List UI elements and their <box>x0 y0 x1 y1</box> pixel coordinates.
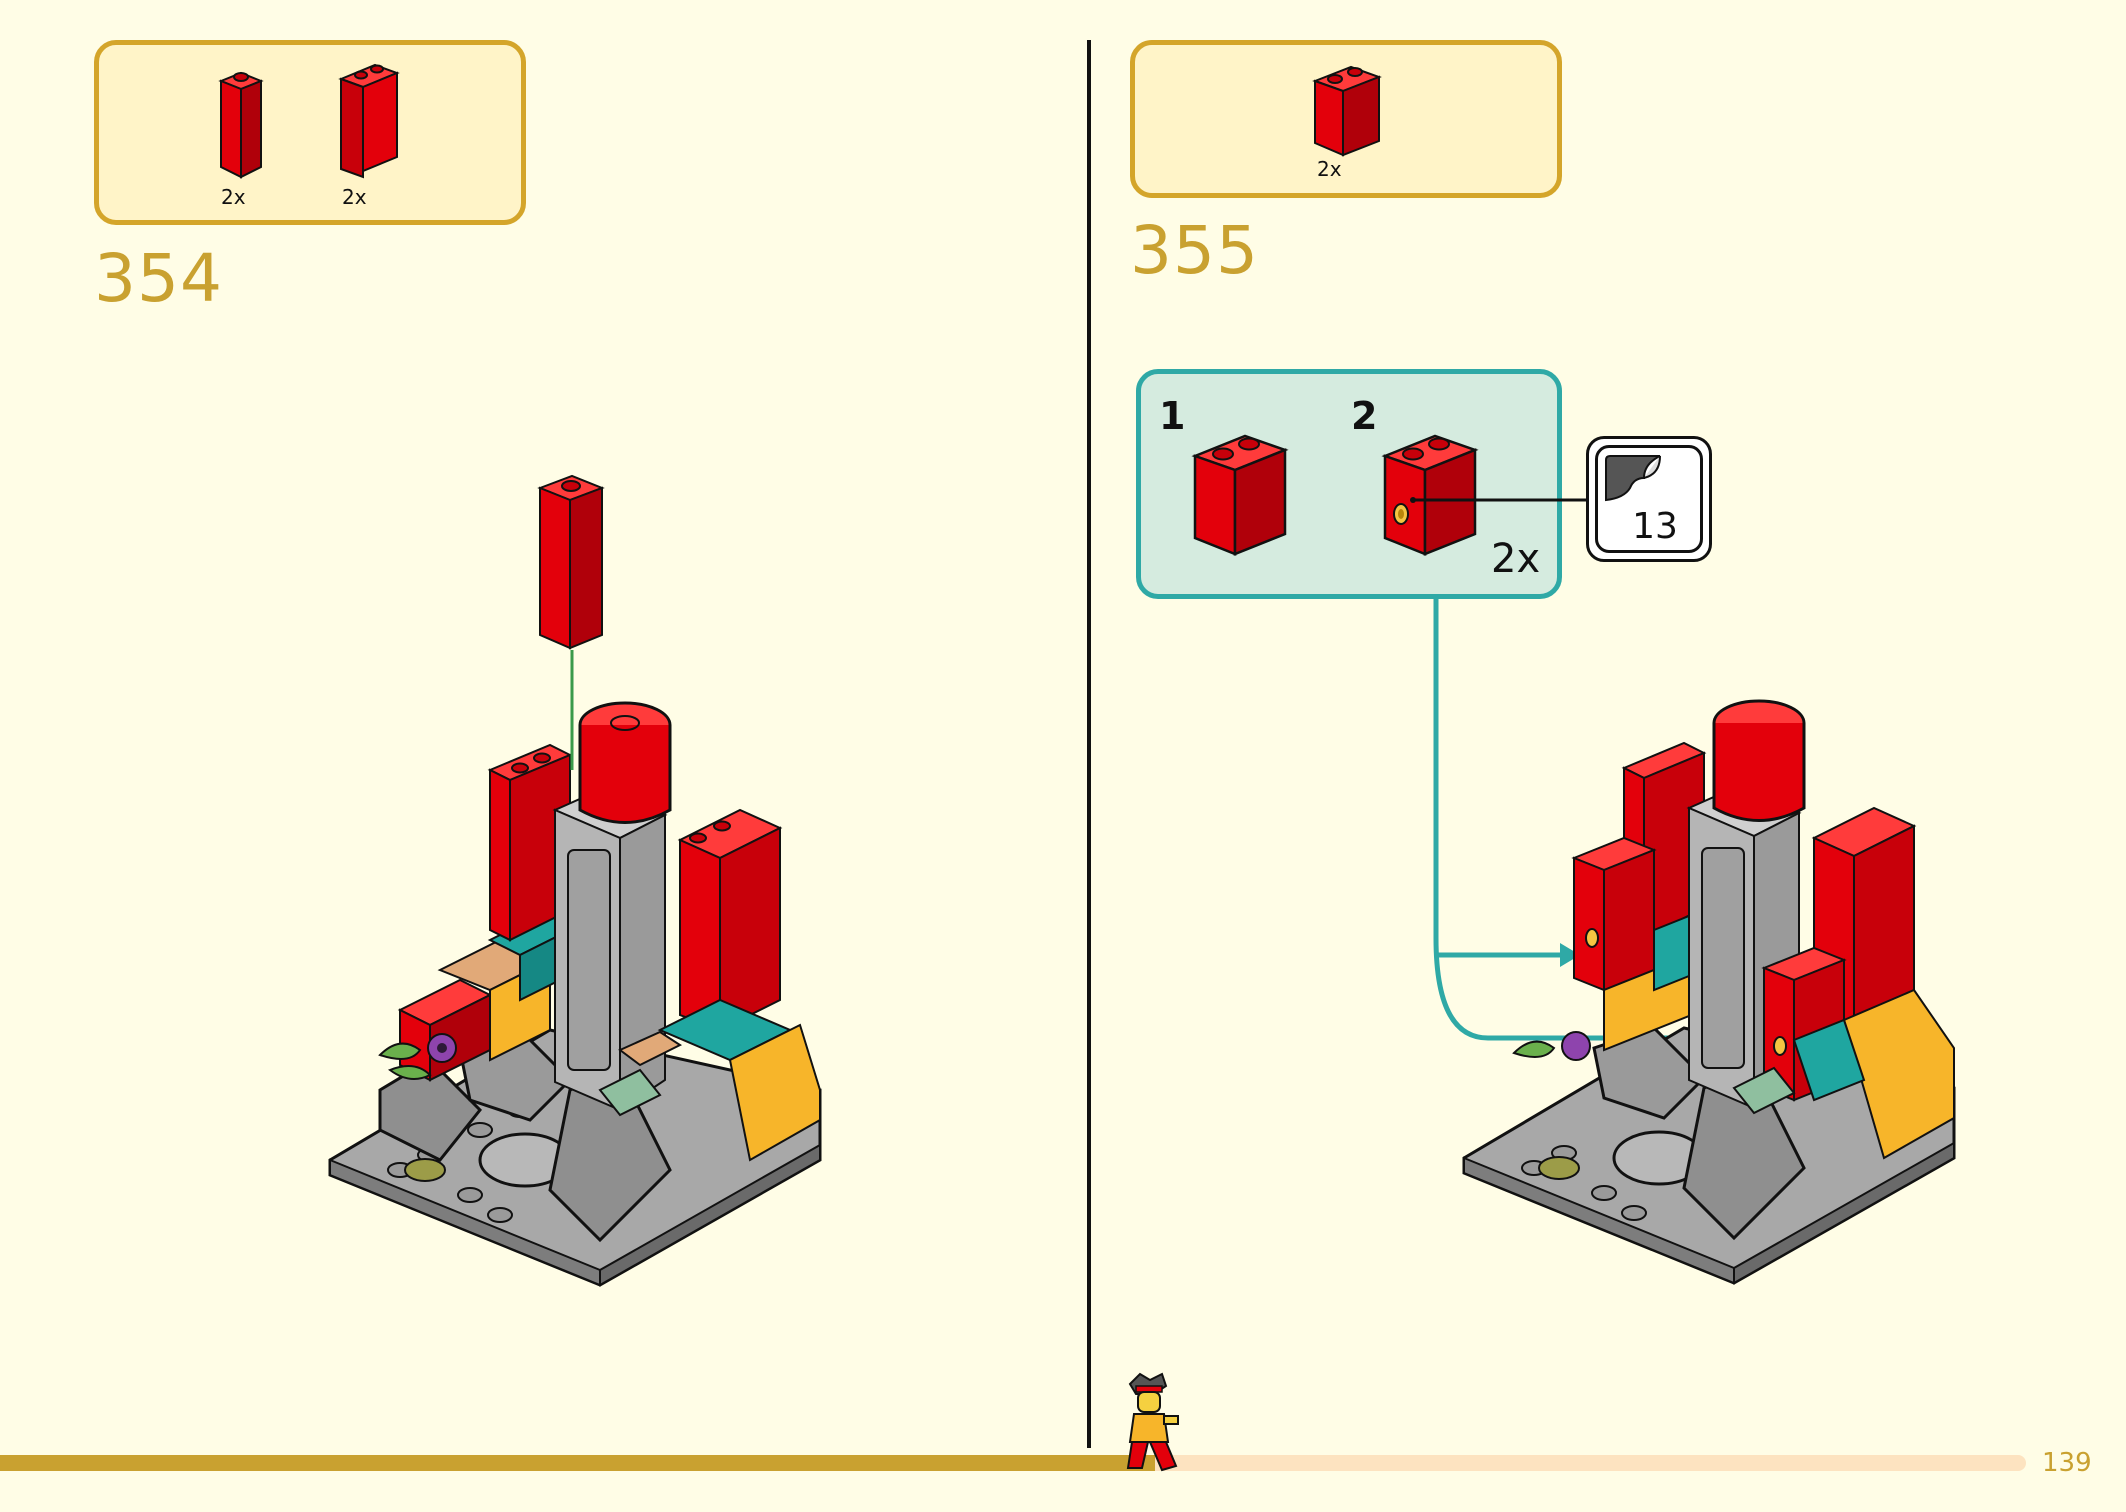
part-qty: 2x <box>342 185 367 209</box>
subassembly-qty: 2x <box>1491 536 1541 582</box>
step-number-354: 354 <box>94 240 223 317</box>
part-qty: 2x <box>221 185 246 209</box>
substep-label: 2 <box>1351 394 1378 438</box>
step-number-355: 355 <box>1130 212 1259 289</box>
sticker-peel-icon <box>1605 455 1661 502</box>
model-illustration-355 <box>1462 699 1956 1285</box>
red-brick-1x1x3-icon <box>218 71 264 179</box>
page-divider <box>1087 40 1091 1448</box>
subassembly-box: 1 2 2x <box>1136 369 1562 599</box>
substep-label: 1 <box>1159 394 1186 438</box>
sticker-number: 13 <box>1632 506 1678 547</box>
sticker-frame: 13 <box>1595 445 1703 553</box>
part-qty: 2x <box>1317 157 1342 181</box>
model-illustration-354 <box>328 474 822 1287</box>
red-brick-1x2x2-icon <box>1191 434 1289 556</box>
red-panel-1x2x3-icon <box>338 63 400 179</box>
progress-bar-remaining <box>1155 1455 2026 1471</box>
progress-bar-done <box>0 1455 1155 1471</box>
sticker-callout: 13 <box>1586 436 1712 562</box>
red-brick-1x2x2-icon <box>1312 65 1382 157</box>
parts-list-354: 2x 2x <box>94 40 526 225</box>
page-number: 139 <box>2042 1448 2092 1478</box>
red-brick-with-sticker-icon <box>1381 434 1479 556</box>
parts-list-355: 2x <box>1130 40 1562 198</box>
minifigure-mascot-icon <box>1126 1372 1179 1472</box>
sticker-callout-line <box>1410 497 1588 503</box>
